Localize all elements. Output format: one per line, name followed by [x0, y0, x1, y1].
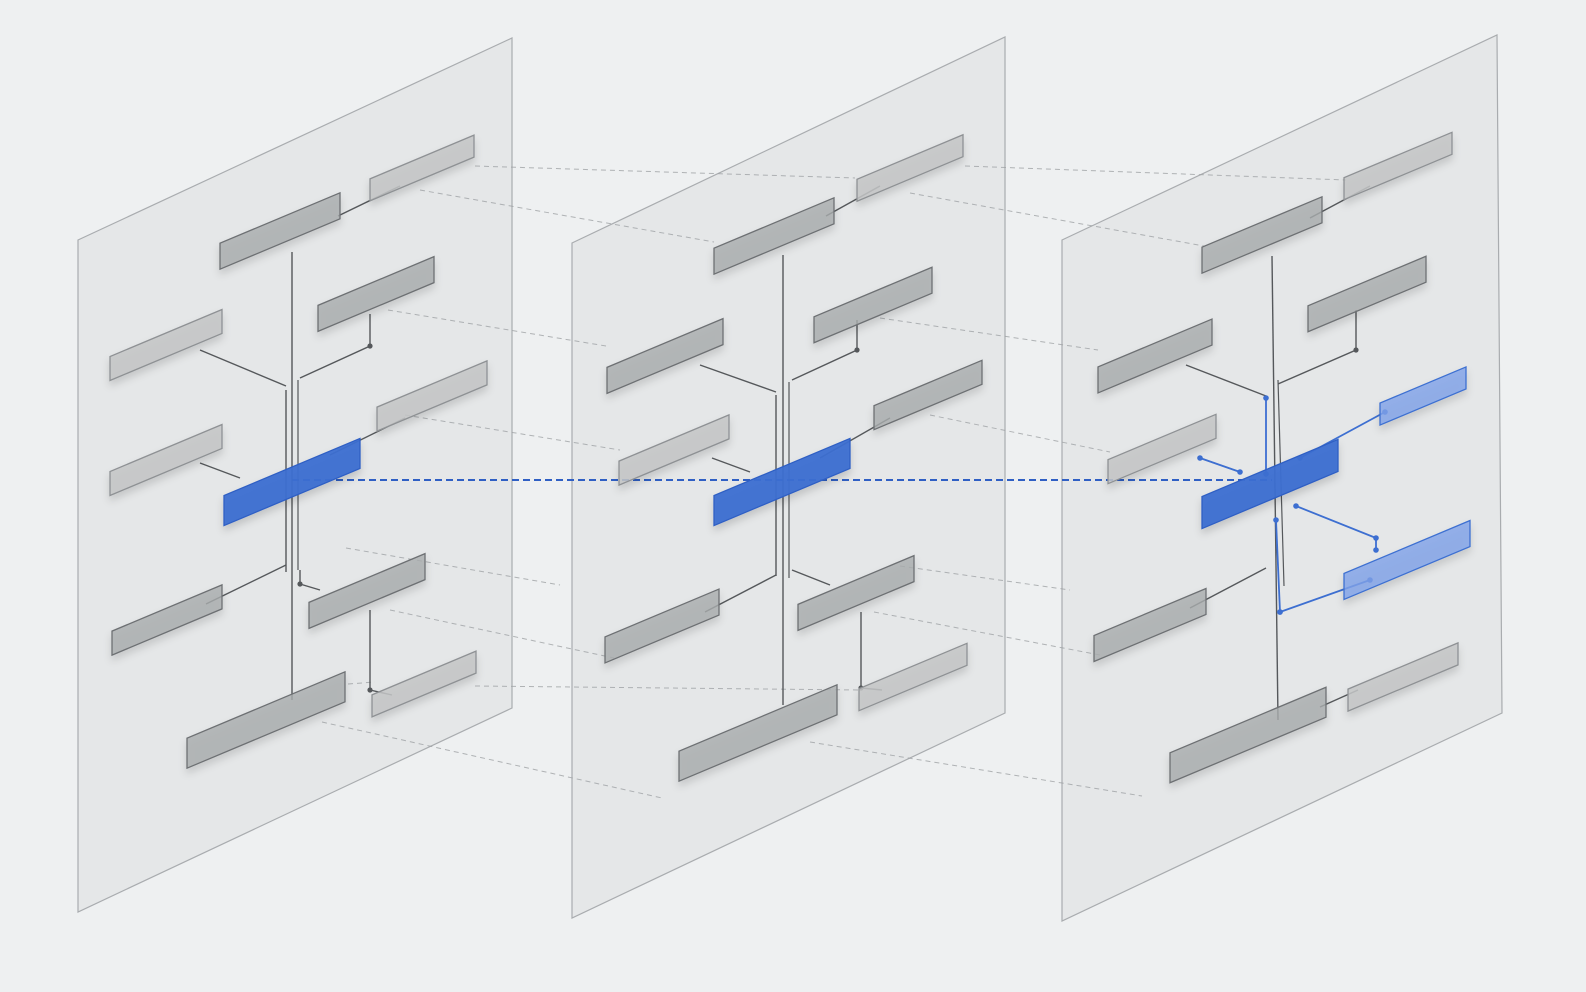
- layer-1-junction-7: [297, 581, 303, 587]
- layer-2-edge-4: [699, 364, 777, 393]
- layer-3-node-upper-right: [1307, 255, 1427, 333]
- layer-3-edge-4: [1185, 364, 1267, 397]
- cross-layer-link-1: [474, 165, 856, 179]
- cross-layer-link-3: [964, 165, 1347, 181]
- layer-3-node-lower-right-accent: [1343, 519, 1471, 601]
- cross-layer-link-16: [474, 685, 861, 691]
- layer-3-node-top-main: [1201, 195, 1323, 275]
- cross-layer-link-5: [387, 309, 607, 347]
- layer-2-junction-3: [854, 347, 860, 353]
- cross-layer-link-7: [404, 414, 621, 451]
- layer-3-node-mid-right-accent: [1379, 365, 1467, 427]
- layer-2-node-mid-right: [873, 359, 983, 431]
- cross-layer-link-8: [929, 414, 1111, 453]
- cross-layer-link-4: [909, 192, 1205, 247]
- layer-2-node-bottom-right: [858, 642, 968, 712]
- layer-3-node-bottom-right: [1347, 641, 1459, 713]
- layer-2-edge-6: [711, 457, 751, 473]
- layer-2-edge-7: [791, 569, 831, 586]
- layer-3-accent-edge-5: [1275, 519, 1281, 613]
- layer-3-node-mid-left: [1107, 413, 1217, 485]
- layer-1-node-bottom-right: [371, 650, 477, 718]
- layer-2-node-top-main: [713, 196, 835, 276]
- layer-3-accent-junction-2: [1293, 503, 1299, 509]
- cross-layer-link-10: [899, 565, 1071, 591]
- layer-3-accent-edge-6: [1199, 457, 1241, 473]
- layer-3-accent-junction-2: [1373, 547, 1379, 553]
- layer-2-node-bottom-main: [678, 683, 838, 783]
- layer-1-node-top-main: [219, 191, 341, 271]
- layer-1-edge-6: [199, 462, 241, 479]
- layer-1-junction-3: [367, 343, 373, 349]
- layer-1-edge-4: [199, 349, 287, 387]
- layer-2-node-lower-right: [797, 554, 915, 632]
- layer-2-node-upper-left: [606, 317, 724, 395]
- layer-1-node-hub: [223, 437, 361, 527]
- layer-2-node-lower-left: [604, 588, 720, 664]
- layer-1-node-mid-right: [376, 359, 488, 433]
- layer-3-accent-junction-5: [1273, 517, 1279, 523]
- layer-1-node-upper-right: [317, 255, 435, 333]
- layer-3-node-top-right: [1343, 131, 1453, 201]
- layer-3-node-lower-left: [1093, 587, 1207, 663]
- layer-1-node-upper-left: [109, 308, 223, 382]
- layer-3-node-upper-left: [1097, 318, 1213, 394]
- layer-1-node-top-right: [369, 134, 475, 202]
- nodes-group: [109, 131, 1471, 784]
- cross-layer-link-11: [389, 609, 615, 659]
- cross-layer-link-14: [321, 721, 663, 799]
- layer-3-accent-junction-3: [1263, 395, 1269, 401]
- layer-3-accent-junction-6: [1237, 469, 1243, 475]
- cross-layer-link-9: [345, 547, 561, 586]
- layer-1-node-mid-left: [109, 423, 223, 497]
- cross-layer-link-15: [809, 741, 1143, 797]
- layer-1-junction-9: [367, 687, 373, 693]
- layer-3-accent-junction-6: [1197, 455, 1203, 461]
- layer-1-node-bottom-main: [186, 670, 346, 770]
- layer-3-junction-3: [1353, 347, 1359, 353]
- layer-2-node-hub: [713, 437, 851, 527]
- layer-1-node-lower-right: [308, 552, 426, 630]
- cross-layer-link-6: [879, 317, 1099, 351]
- layer-3-node-hub: [1201, 438, 1339, 530]
- layer-3-accent-junction-2: [1373, 535, 1379, 541]
- layer-3-accent-junction-5: [1277, 609, 1283, 615]
- layer-2-node-upper-right: [813, 266, 933, 344]
- layer-2-node-mid-left: [618, 413, 730, 487]
- layer-2-node-top-right: [856, 133, 964, 203]
- cross-layer-link-2: [419, 189, 715, 243]
- cross-layer-link-12: [873, 611, 1101, 656]
- layer-1-node-lower-left: [111, 583, 223, 657]
- layer-3-node-bottom-main: [1169, 686, 1327, 784]
